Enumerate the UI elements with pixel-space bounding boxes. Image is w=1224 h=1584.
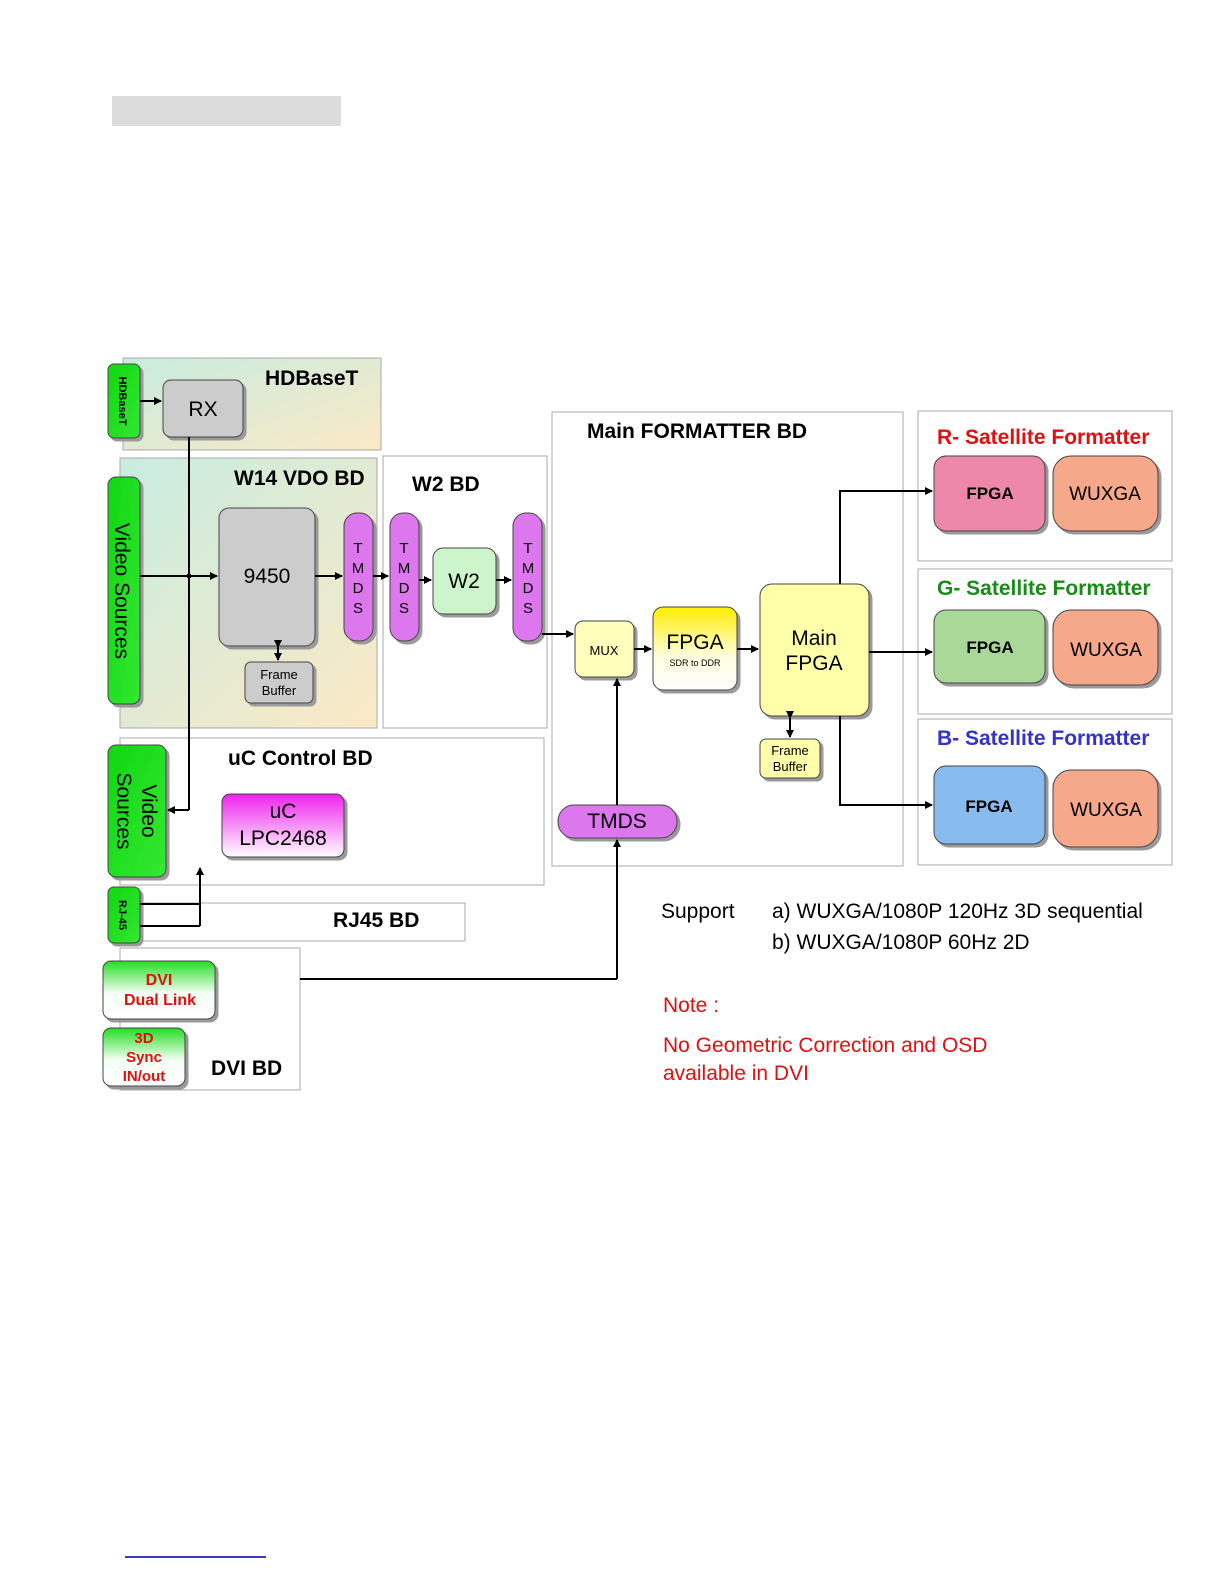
chip-9450-label: 9450 — [244, 565, 291, 588]
tmds-w2in-d: D — [399, 580, 410, 597]
tmds-w2out-t: T — [523, 540, 532, 557]
mux-label: MUX — [590, 643, 619, 658]
hdbaset-board-label: HDBaseT — [265, 367, 359, 390]
frame-buffer-w14 — [244, 661, 314, 704]
g-fpga-label: FPGA — [966, 638, 1013, 657]
tmds-w2in-m: M — [398, 560, 411, 577]
b-wuxga-block — [1052, 769, 1159, 848]
tmds-main-label: TMDS — [587, 810, 647, 833]
tmds-w2out-s: S — [523, 600, 533, 617]
dvi-input — [102, 960, 216, 1020]
r-wuxga-label: WUXGA — [1069, 484, 1141, 505]
sync-input-line1: 3D — [134, 1030, 153, 1047]
frame-buffer-main — [759, 738, 821, 779]
rj45-board — [119, 902, 466, 942]
r-wuxga-block — [1052, 455, 1159, 532]
g-sat-label: G- Satellite Formatter — [937, 577, 1151, 600]
rj45-input — [107, 886, 141, 944]
hdbaset-input-label: HDBaseT — [116, 377, 128, 426]
sync-input-line3: IN/out — [123, 1068, 166, 1085]
video-sources-input — [107, 476, 141, 705]
tmds-w2-in-block: T M D S — [389, 512, 420, 642]
g-wuxga-label: WUXGA — [1070, 640, 1142, 661]
tmds-w14-d: D — [353, 580, 364, 597]
tmds-w2out-m: M — [522, 560, 535, 577]
frame-buffer-main-line1: Frame — [771, 743, 809, 758]
note-title: Note : — [663, 994, 719, 1017]
support-label: Support — [661, 900, 735, 923]
uc-line2: LPC2468 — [239, 827, 327, 850]
fpga-sdr-ddr-sub: SDR to DDR — [669, 658, 721, 668]
main-fpga-line2: FPGA — [785, 652, 842, 675]
uc-board-label: uC Control BD — [228, 747, 373, 770]
fpga-sdr-ddr-label: FPGA — [666, 631, 723, 654]
uc-block — [221, 793, 345, 858]
sync-input-line2: Sync — [126, 1049, 162, 1066]
tmds-w14-t: T — [353, 540, 362, 557]
b-wuxga-label: WUXGA — [1070, 800, 1142, 821]
arrow-main-b — [839, 716, 933, 809]
tmds-w14-s: S — [353, 600, 363, 617]
note-line1: No Geometric Correction and OSD — [663, 1034, 987, 1057]
w2-label: W2 — [448, 570, 480, 593]
main-fpga-block — [759, 583, 870, 717]
rj45-board-label: RJ45 BD — [333, 909, 419, 932]
frame-buffer-w14-line2: Buffer — [262, 683, 297, 698]
footer-link-underline — [125, 1556, 266, 1558]
g-wuxga-block — [1052, 609, 1159, 686]
header-gray-bar — [112, 96, 341, 126]
tmds-w14-m: M — [352, 560, 365, 577]
support-line-b: b) WUXGA/1080P 60Hz 2D — [772, 931, 1030, 954]
rx-block — [162, 379, 244, 438]
rj45-input-label: RJ-45 — [116, 900, 128, 930]
support-line-a: a) WUXGA/1080P 120Hz 3D sequential — [772, 900, 1143, 923]
b-fpga-block — [933, 765, 1046, 845]
dvi-input-line1: DVI — [146, 972, 173, 989]
main-fpga-line1: Main — [791, 627, 837, 650]
tmds-w2-out-block: T M D S — [512, 512, 543, 642]
arrow-main-r — [839, 487, 933, 584]
r-sat-label: R- Satellite Formatter — [937, 426, 1149, 449]
video-sources2-line2: Sources — [112, 772, 135, 849]
sync-input — [102, 1027, 186, 1087]
uc-line1: uC — [270, 800, 297, 823]
frame-buffer-main-line2: Buffer — [773, 759, 808, 774]
main-board-label: Main FORMATTER BD — [587, 420, 807, 443]
tmds-w2in-t: T — [399, 540, 408, 557]
video-sources2-input — [107, 744, 167, 878]
frame-buffer-w14-line1: Frame — [260, 667, 298, 682]
w14-board-label: W14 VDO BD — [234, 467, 365, 490]
tmds-w2out-d: D — [523, 580, 534, 597]
junction-dot — [186, 573, 192, 579]
connectors — [140, 397, 933, 980]
dvi-board-label: DVI BD — [211, 1057, 282, 1080]
video-sources-label: Video Sources — [110, 523, 133, 659]
r-fpga-block — [933, 455, 1046, 532]
dvi-input-line2: Dual Link — [124, 992, 196, 1009]
g-fpga-block — [933, 609, 1046, 684]
r-fpga-label: FPGA — [966, 484, 1013, 503]
w2-board-label: W2 BD — [412, 473, 480, 496]
tmds-w2in-s: S — [399, 600, 409, 617]
video-sources2-line1: Video — [137, 784, 160, 837]
note-line2: available in DVI — [663, 1062, 809, 1085]
tmds-w14-block: T M D S — [343, 512, 374, 642]
b-fpga-label: FPGA — [965, 797, 1012, 816]
rx-label: RX — [188, 398, 217, 421]
b-sat-label: B- Satellite Formatter — [937, 727, 1149, 750]
